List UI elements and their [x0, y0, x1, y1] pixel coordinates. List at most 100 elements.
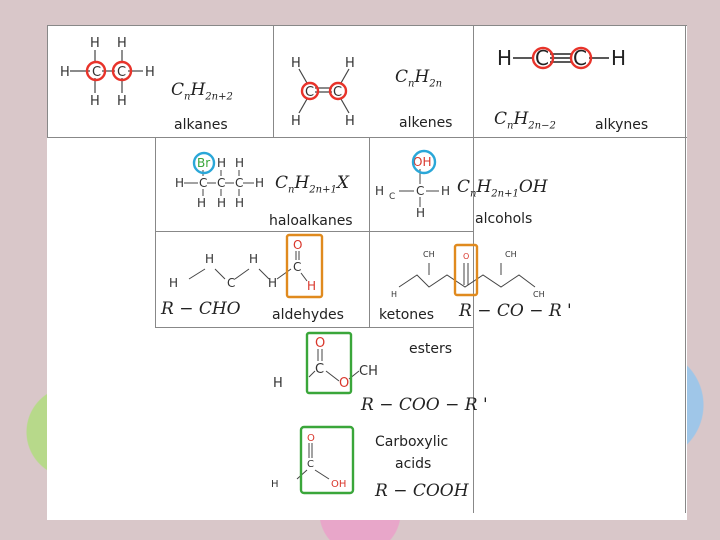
atom-label: C — [217, 176, 225, 190]
atom-label: H — [235, 196, 244, 210]
grid-line — [47, 137, 687, 138]
alkynes-label: alkynes — [595, 117, 649, 133]
alkane-structure: H H H C C H H H — [60, 36, 155, 109]
atom-label: H — [345, 114, 355, 129]
highlight-ring — [300, 81, 320, 101]
atom-label: H — [217, 156, 226, 170]
acid-highlight-box — [299, 425, 355, 495]
highlight-ring — [328, 81, 348, 101]
alkyne-formula: CnH2n−2 — [494, 109, 556, 132]
ketones-label: ketones — [379, 307, 435, 323]
atom-label: C — [535, 46, 549, 70]
grid-line — [47, 25, 48, 137]
atom-label: H — [273, 376, 283, 391]
atom-label: H — [175, 176, 184, 190]
alkane-formula: CnH2n+2 — [171, 80, 233, 103]
atom-label: O — [293, 238, 302, 252]
atom-label: H — [217, 196, 226, 210]
carbonyl-highlight-box — [453, 243, 479, 297]
atom-label: C — [416, 184, 424, 198]
atom-label: H — [268, 276, 277, 290]
atom-label: H — [391, 290, 397, 299]
carbonyl-highlight-box — [285, 233, 324, 299]
slide: H H H C C H H H CnH2n+2 alkanes H H C C … — [47, 25, 687, 520]
atom-label: H — [497, 46, 512, 70]
grid-line — [155, 231, 473, 232]
atom-label: CH — [533, 290, 545, 299]
alkanes-label: alkanes — [174, 117, 228, 133]
haloalkanes-label: haloalkanes — [269, 213, 353, 229]
alkene-formula: CnH2n — [395, 67, 443, 90]
atom-label: H — [307, 279, 316, 293]
ester-structure: O C H O CH — [273, 331, 378, 395]
atom-label: OH — [413, 155, 431, 169]
hydroxyl-highlight-ring — [411, 149, 437, 175]
atom-label: H — [249, 252, 258, 266]
atom-label: C — [227, 276, 235, 290]
atom-label: C — [307, 459, 314, 470]
grid-line — [47, 25, 687, 26]
atom-label: H — [416, 206, 425, 220]
atom-label: C — [305, 85, 314, 100]
atom-label: H — [169, 276, 178, 290]
haloalkane-structure: Br H H H C C C H H H H — [175, 151, 264, 210]
atom-label: H — [90, 36, 100, 51]
atom-label: H — [117, 36, 127, 51]
atom-label: H — [345, 56, 355, 71]
atom-label: H — [197, 196, 206, 210]
atom-label: C — [199, 176, 207, 190]
aldehyde-structure: H H H C H O C H — [169, 233, 324, 299]
alcohol-formula: CnH2n+1OH — [457, 177, 548, 200]
alkene-structure: H H C C H H — [291, 56, 355, 129]
atom-label: H — [271, 479, 279, 490]
atom-label: H — [60, 65, 70, 80]
aldehydes-label: aldehydes — [272, 307, 344, 323]
atom-label: CH — [359, 364, 378, 379]
atom-label: C — [573, 46, 587, 70]
grid-line — [685, 25, 686, 513]
haloalkane-formula: CnH2n+1X — [275, 173, 349, 196]
atom-label: H — [441, 184, 450, 198]
halogen-highlight-ring — [192, 151, 216, 175]
atom-label: H — [291, 114, 301, 129]
grid-line — [155, 137, 156, 327]
atom-label: O — [463, 252, 469, 261]
carboxylic-label-line2: acids — [395, 456, 432, 472]
grid-line — [273, 25, 274, 137]
atom-label: OH — [331, 479, 346, 490]
atom-label: H — [90, 94, 100, 109]
aldehyde-formula: R − CHO — [161, 299, 241, 319]
highlight-ring — [85, 60, 107, 82]
atom-label: C — [293, 260, 301, 274]
carboxylic-structure: O C H OH — [271, 425, 355, 495]
atom-label: C — [315, 362, 324, 377]
atom-label: C — [389, 192, 395, 202]
atom-label: C — [92, 65, 101, 80]
atom-label: H — [117, 94, 127, 109]
ketone-structure: CH CH H CH O — [391, 243, 545, 299]
atom-label: H — [611, 46, 626, 70]
ester-formula: R − COO − R ' — [361, 395, 488, 415]
grid-line — [369, 137, 370, 327]
esters-label: esters — [409, 341, 453, 357]
atom-label: H — [145, 65, 155, 80]
atom-label: H — [205, 252, 214, 266]
ketone-formula: R − CO − R ' — [459, 301, 572, 321]
highlight-ring — [531, 46, 555, 70]
atom-label: H — [235, 156, 244, 170]
alkyne-structure: H C C H — [497, 46, 626, 70]
atom-label: H — [291, 56, 301, 71]
alkenes-label: alkenes — [399, 115, 453, 131]
atom-label: CH — [505, 250, 517, 259]
atom-label: H — [375, 184, 384, 198]
atom-label: O — [339, 376, 349, 391]
atom-label: C — [235, 176, 243, 190]
atom-label: C — [333, 85, 342, 100]
atom-label: C — [117, 65, 126, 80]
grid-line — [155, 327, 473, 328]
highlight-ring — [569, 46, 593, 70]
alcohols-label: alcohols — [475, 211, 533, 227]
atom-label: Br — [197, 156, 210, 170]
ester-highlight-box — [305, 331, 353, 395]
alcohol-structure: OH H C C H H — [375, 149, 450, 220]
